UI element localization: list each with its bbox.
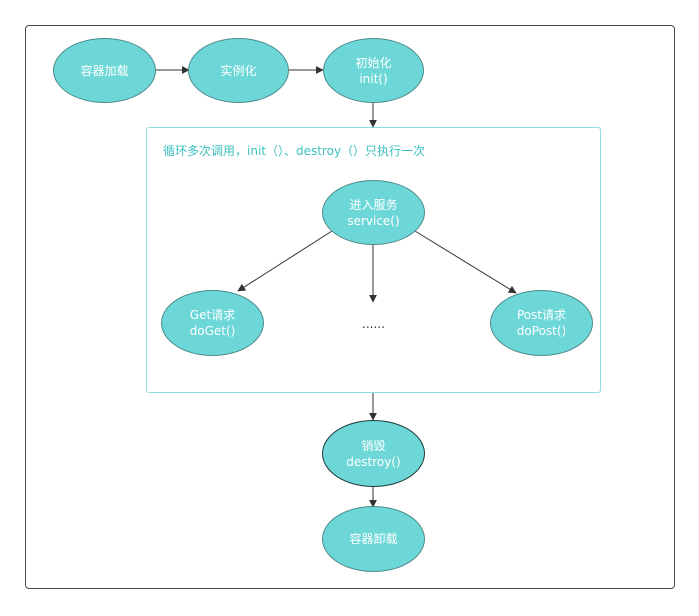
node-label: 容器加载	[80, 63, 129, 78]
node-label: 销毁	[361, 438, 386, 453]
node-destroy: 销毁 destroy()	[322, 420, 425, 487]
node-label: Get请求	[189, 308, 236, 322]
node-post: Post请求 doPost()	[490, 290, 593, 356]
node-instantiate: 实例化	[188, 38, 289, 103]
node-method: doGet()	[189, 324, 236, 338]
node-label: 初始化	[355, 55, 392, 70]
node-label: 容器卸载	[349, 532, 398, 546]
edge-service-to-get	[237, 230, 333, 292]
node-method: doPost()	[516, 324, 567, 338]
edge-service-to-post	[414, 230, 517, 294]
node-method: destroy()	[346, 454, 401, 469]
node-service: 进入服务 service()	[322, 180, 425, 245]
node-label: 进入服务	[349, 197, 398, 212]
node-get: Get请求 doGet()	[161, 290, 264, 356]
diagram-frame	[25, 25, 675, 589]
node-init: 初始化 init()	[323, 38, 424, 103]
node-container-unload: 容器卸载	[322, 506, 425, 572]
loop-label: 循环多次调用，init（）、destroy（）只执行一次	[163, 144, 426, 158]
node-method: init()	[359, 71, 388, 86]
node-label: 实例化	[220, 63, 257, 78]
node-label: Post请求	[516, 308, 567, 322]
node-method: service()	[347, 213, 400, 228]
node-container-load: 容器加载	[53, 38, 156, 103]
ellipsis-text: ......	[362, 317, 385, 331]
